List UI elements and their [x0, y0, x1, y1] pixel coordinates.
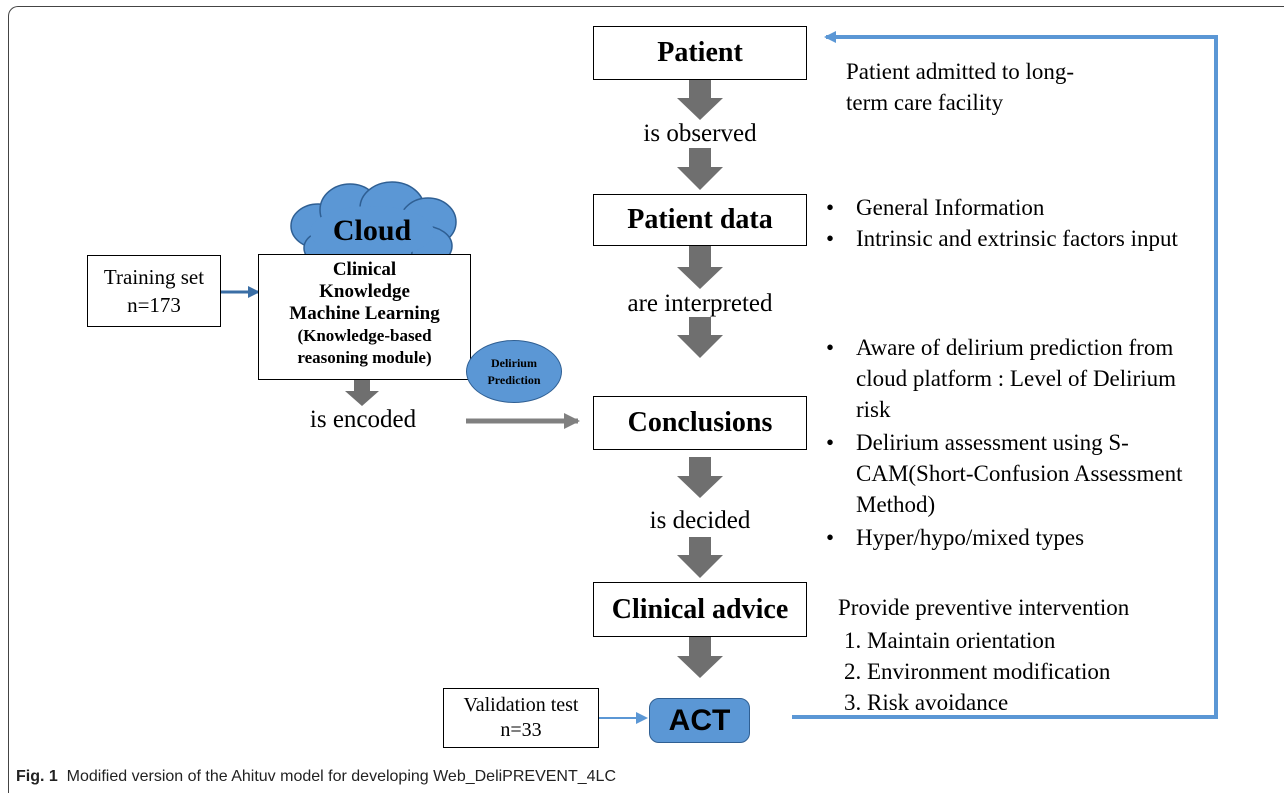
caption-text: Modified version of the Ahituv model for… [66, 768, 616, 785]
module-line: Machine Learning [289, 303, 440, 324]
patient-data-box: Patient data [593, 194, 807, 246]
transition-interpreted: are interpreted [627, 290, 773, 317]
transition-observed: is observed [643, 120, 757, 147]
delirium-prediction-line: Delirium [490, 355, 537, 370]
validation-test-count: n=33 [500, 719, 542, 741]
transition-encoded: is encoded [309, 406, 417, 433]
cloud-fill [310, 206, 434, 258]
act-title: ACT [668, 703, 731, 737]
down-arrow [677, 80, 723, 120]
note-patient: Patient admitted to long-term care facil… [846, 56, 1106, 118]
vertical-arrows [345, 80, 723, 678]
validation-test-label: Validation test [463, 694, 579, 716]
note-advice-title: Provide preventive intervention [838, 595, 1130, 620]
conclusions-title: Conclusions [627, 407, 773, 438]
delirium-prediction-line: Prediction [487, 372, 541, 387]
patient-title: Patient [657, 37, 743, 68]
down-arrow [677, 148, 723, 190]
caption-fig-label: Fig. 1 [16, 768, 58, 785]
note-item: Aware of delirium prediction from cloud … [822, 332, 1184, 425]
delirium-prediction-ellipse: Delirium Prediction [466, 340, 562, 403]
module-line: Knowledge [319, 281, 410, 302]
feedback-loop-arrow [792, 31, 1218, 719]
note-advice-item: 2. Environment modification [844, 659, 1111, 684]
note-patient-text: Patient admitted to long-term care facil… [846, 59, 1075, 115]
patient-box: Patient [593, 26, 807, 80]
note-item: Hyper/hypo/mixed types [822, 522, 1184, 553]
cloud-label: Cloud [332, 214, 412, 247]
validation-test-box: Validation test n=33 [443, 688, 599, 748]
down-arrow [677, 317, 723, 358]
down-arrow [677, 457, 723, 498]
figure-frame [8, 6, 1284, 793]
training-set-box: Training set n=173 [87, 255, 221, 327]
down-arrow [345, 380, 379, 406]
note-item: Delirium assessment using S-CAM(Short-Co… [822, 427, 1184, 520]
clinical-advice-title: Clinical advice [611, 593, 789, 625]
down-arrow [677, 537, 723, 578]
down-arrow [677, 246, 723, 289]
module-line: reasoning module) [297, 348, 432, 367]
patient-data-title: Patient data [627, 204, 773, 235]
module-line: Clinical [332, 259, 397, 280]
act-box: ACT [649, 698, 750, 743]
module-line: (Knowledge-based [297, 326, 432, 345]
knowledge-module-box: Clinical Knowledge Machine Learning (Kno… [258, 254, 471, 380]
note-conclusions: Aware of delirium prediction from cloud … [822, 332, 1184, 553]
transition-decided: is decided [649, 507, 751, 534]
down-arrow [677, 637, 723, 678]
note-item: Intrinsic and extrinsic factors input [822, 223, 1182, 254]
note-item: General Information [822, 192, 1182, 223]
note-advice-item: 1. Maintain orientation [844, 628, 1056, 653]
figure-caption: Fig. 1 Modified version of the Ahituv mo… [16, 768, 616, 786]
note-advice-item: 3. Risk avoidance [844, 690, 1009, 715]
note-patient-data: General Information Intrinsic and extrin… [822, 192, 1182, 254]
conclusions-box: Conclusions [593, 396, 807, 450]
clinical-advice-box: Clinical advice [593, 582, 807, 637]
training-set-label: Training set [103, 265, 205, 289]
note-clinical-advice: Provide preventive intervention 1. Maint… [838, 592, 1198, 718]
training-set-count: n=173 [127, 293, 181, 317]
